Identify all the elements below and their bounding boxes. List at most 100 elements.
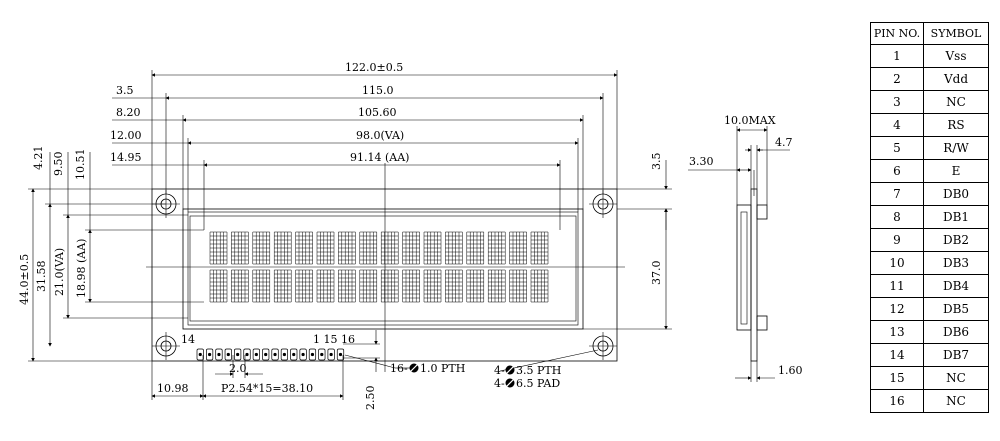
header-pin: [271, 348, 279, 361]
char-cell: [359, 269, 378, 303]
pin-symbol: NC: [923, 389, 989, 413]
char-cell: [380, 231, 399, 265]
pin-symbol: Vss: [923, 44, 989, 68]
dim-offset-8-20: 8.20: [116, 106, 141, 119]
dim-side-3-30: 3.30: [689, 155, 714, 168]
pin-symbol: DB3: [923, 251, 989, 275]
pcb-outline: [151, 188, 618, 362]
char-cell: [252, 269, 271, 303]
character-grid: [209, 231, 549, 303]
char-cell: [487, 269, 506, 303]
right-dimensions: [583, 160, 672, 330]
char-cell: [209, 269, 228, 303]
dim-right-3-5: 3.5: [650, 153, 663, 171]
char-cell: [338, 231, 356, 265]
char-cell: [316, 231, 335, 265]
char-cell: [338, 269, 356, 303]
diameter-icon: [505, 378, 515, 388]
pin-number: 3: [870, 90, 924, 114]
pin-symbol: R/W: [923, 136, 989, 160]
pin-number: 5: [870, 136, 924, 160]
char-cell: [445, 231, 463, 265]
char-cell: [402, 231, 420, 265]
header-pin: [280, 348, 288, 361]
dim-pin-spacing: 2.0: [229, 362, 247, 375]
pin-symbol: DB7: [923, 343, 989, 367]
dim-aa-height: 18.98 (AA): [75, 239, 88, 298]
pin-number: 1: [870, 44, 924, 68]
pin-number: 10: [870, 251, 924, 275]
pin-symbol: E: [923, 159, 989, 183]
header-pin: [290, 348, 298, 361]
char-cell: [509, 269, 527, 303]
dim-4-21: 4.21: [32, 146, 45, 171]
dim-va-width: 98.0(VA): [356, 129, 404, 142]
pin-header: [196, 348, 345, 361]
char-cell: [466, 269, 485, 303]
dim-pin-offset: 10.98: [157, 382, 189, 395]
header-pin: [206, 348, 214, 361]
char-cell: [231, 269, 249, 303]
header-pin: [308, 348, 317, 361]
dim-side-1-60: 1.60: [778, 364, 803, 377]
side-view: [688, 126, 790, 382]
dim-side-max: 10.0MAX: [724, 114, 776, 127]
header-pin: [336, 348, 345, 361]
char-cell: [423, 231, 442, 265]
pin-number: 13: [870, 320, 924, 344]
pin-symbol: NC: [923, 366, 989, 390]
char-cell: [466, 231, 485, 265]
char-cell: [530, 269, 549, 303]
dim-offset-14-95: 14.95: [110, 151, 142, 164]
pin-symbol: NC: [923, 90, 989, 114]
pin-number: 11: [870, 274, 924, 298]
pin-symbol: DB4: [923, 274, 989, 298]
note-16-pth: 1.0 PTH: [420, 362, 465, 375]
char-cell: [445, 269, 463, 303]
char-cell: [209, 231, 228, 265]
dim-overall-width: 122.0±0.5: [345, 61, 403, 74]
mount-hole-bottom-left: [152, 332, 180, 360]
dim-hole-pitch-width: 115.0: [362, 84, 394, 97]
pin-symbol: RS: [923, 113, 989, 137]
pin-symbol: DB6: [923, 320, 989, 344]
pin-number: 16: [870, 389, 924, 413]
pin-symbol: Vdd: [923, 67, 989, 91]
pin-1-15-16-label: 1 15 16: [313, 333, 355, 346]
dim-pin-pitch: P2.54*15=38.10: [221, 382, 313, 395]
dim-hole-pitch-height: 31.58: [35, 261, 48, 293]
pin-number: 8: [870, 205, 924, 229]
pin-number: 6: [870, 159, 924, 183]
pin-14-label: 14: [181, 333, 195, 346]
header-pin: [224, 348, 232, 361]
dim-side-4-7: 4.7: [775, 136, 793, 149]
dim-right-37-0: 37.0: [650, 261, 663, 286]
bezel-outline: [182, 208, 584, 330]
note-4-pad-prefix: 4-: [494, 377, 505, 390]
header-pin: [299, 348, 307, 361]
pin-number: 15: [870, 366, 924, 390]
dim-bezel-width: 105.60: [358, 106, 397, 119]
table-header-row: PIN NO. SYMBOL: [870, 22, 989, 45]
char-cell: [316, 269, 335, 303]
dim-offset-12-00: 12.00: [110, 129, 142, 142]
char-cell: [273, 269, 292, 303]
char-cell: [273, 231, 292, 265]
diameter-icon: [409, 363, 419, 373]
dim-offset-3-5: 3.5: [116, 84, 134, 97]
char-cell: [530, 231, 549, 265]
diameter-icon: [505, 365, 515, 375]
char-cell: [295, 231, 313, 265]
front-and-side-view: 14 1 15 16 122.0±0.5 115.0 105.60 98.0(V…: [18, 61, 803, 410]
header-pin: [252, 348, 260, 361]
